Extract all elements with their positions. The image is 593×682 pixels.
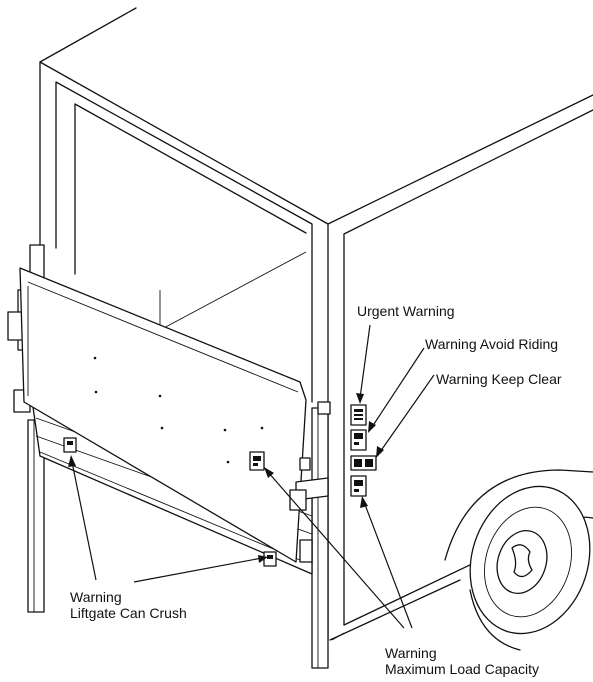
load-label-line1: Warning — [385, 645, 437, 661]
load-label-line2: Maximum Load Capacity — [385, 661, 539, 677]
keep-clear-label: Warning Keep Clear — [436, 371, 562, 387]
liftgate — [7, 244, 331, 669]
urgent-warning-label: Urgent Warning — [357, 303, 455, 319]
avoid-riding-label: Warning Avoid Riding — [425, 336, 558, 352]
side-decals — [350, 404, 377, 497]
callout-arrows — [68, 324, 435, 629]
crush-label-line1: Warning — [70, 589, 122, 605]
rear-wheel — [444, 469, 593, 651]
callout-labels: Urgent Warning Warning Avoid Riding Warn… — [70, 303, 562, 677]
crush-label-line2: Liftgate Can Crush — [70, 605, 187, 621]
